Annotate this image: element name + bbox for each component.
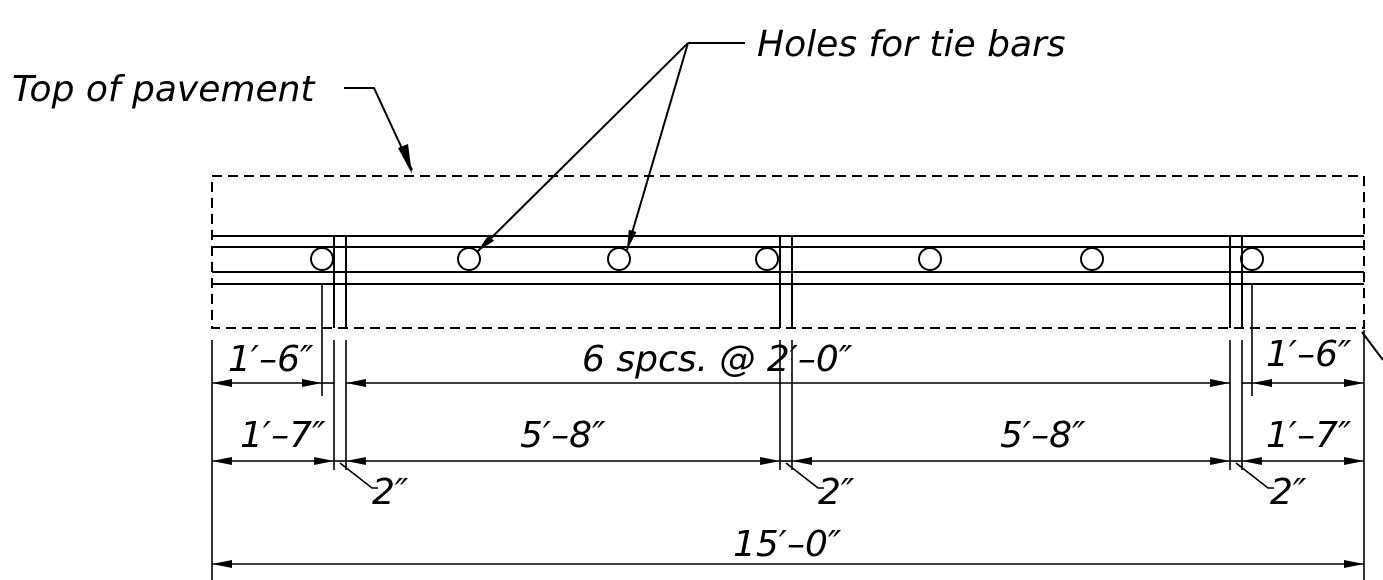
dim-row2-right: 1′–7″ bbox=[1266, 415, 1352, 456]
dim-row1-right: 1′–6″ bbox=[1266, 334, 1352, 375]
gap-leaders bbox=[339, 462, 1274, 489]
gap-label-3: 2″ bbox=[1270, 472, 1307, 513]
pavement-label: Top of pavement bbox=[12, 69, 316, 110]
slab-lines bbox=[212, 235, 1364, 285]
dim-row2-left: 1′–7″ bbox=[240, 415, 326, 456]
hole bbox=[918, 247, 942, 271]
gap-label-2: 2″ bbox=[818, 472, 855, 513]
pavement-outline bbox=[211, 175, 1365, 329]
holes-label: Holes for tie bars bbox=[757, 24, 1066, 65]
edge-leader bbox=[1361, 331, 1383, 361]
dim-total: 15′–0″ bbox=[733, 524, 842, 565]
hole bbox=[1240, 247, 1264, 271]
joint-lines bbox=[333, 236, 1243, 328]
hole bbox=[755, 247, 779, 271]
hole bbox=[607, 247, 631, 271]
tie-bar-leader bbox=[476, 42, 745, 253]
gap-label-1: 2″ bbox=[372, 472, 409, 513]
dim-row2-mid-left: 5′–8″ bbox=[520, 415, 606, 456]
pavement-leader bbox=[344, 87, 413, 174]
dim-row2-mid-right: 5′–8″ bbox=[1000, 415, 1086, 456]
tie-bar-holes bbox=[310, 247, 1264, 271]
hole bbox=[310, 247, 334, 271]
hole bbox=[1080, 247, 1104, 271]
dim-row1-left: 1′–6″ bbox=[228, 339, 314, 380]
dim-row1-middle: 6 spcs. @ 2′–0″ bbox=[582, 339, 853, 380]
hole bbox=[457, 247, 481, 271]
